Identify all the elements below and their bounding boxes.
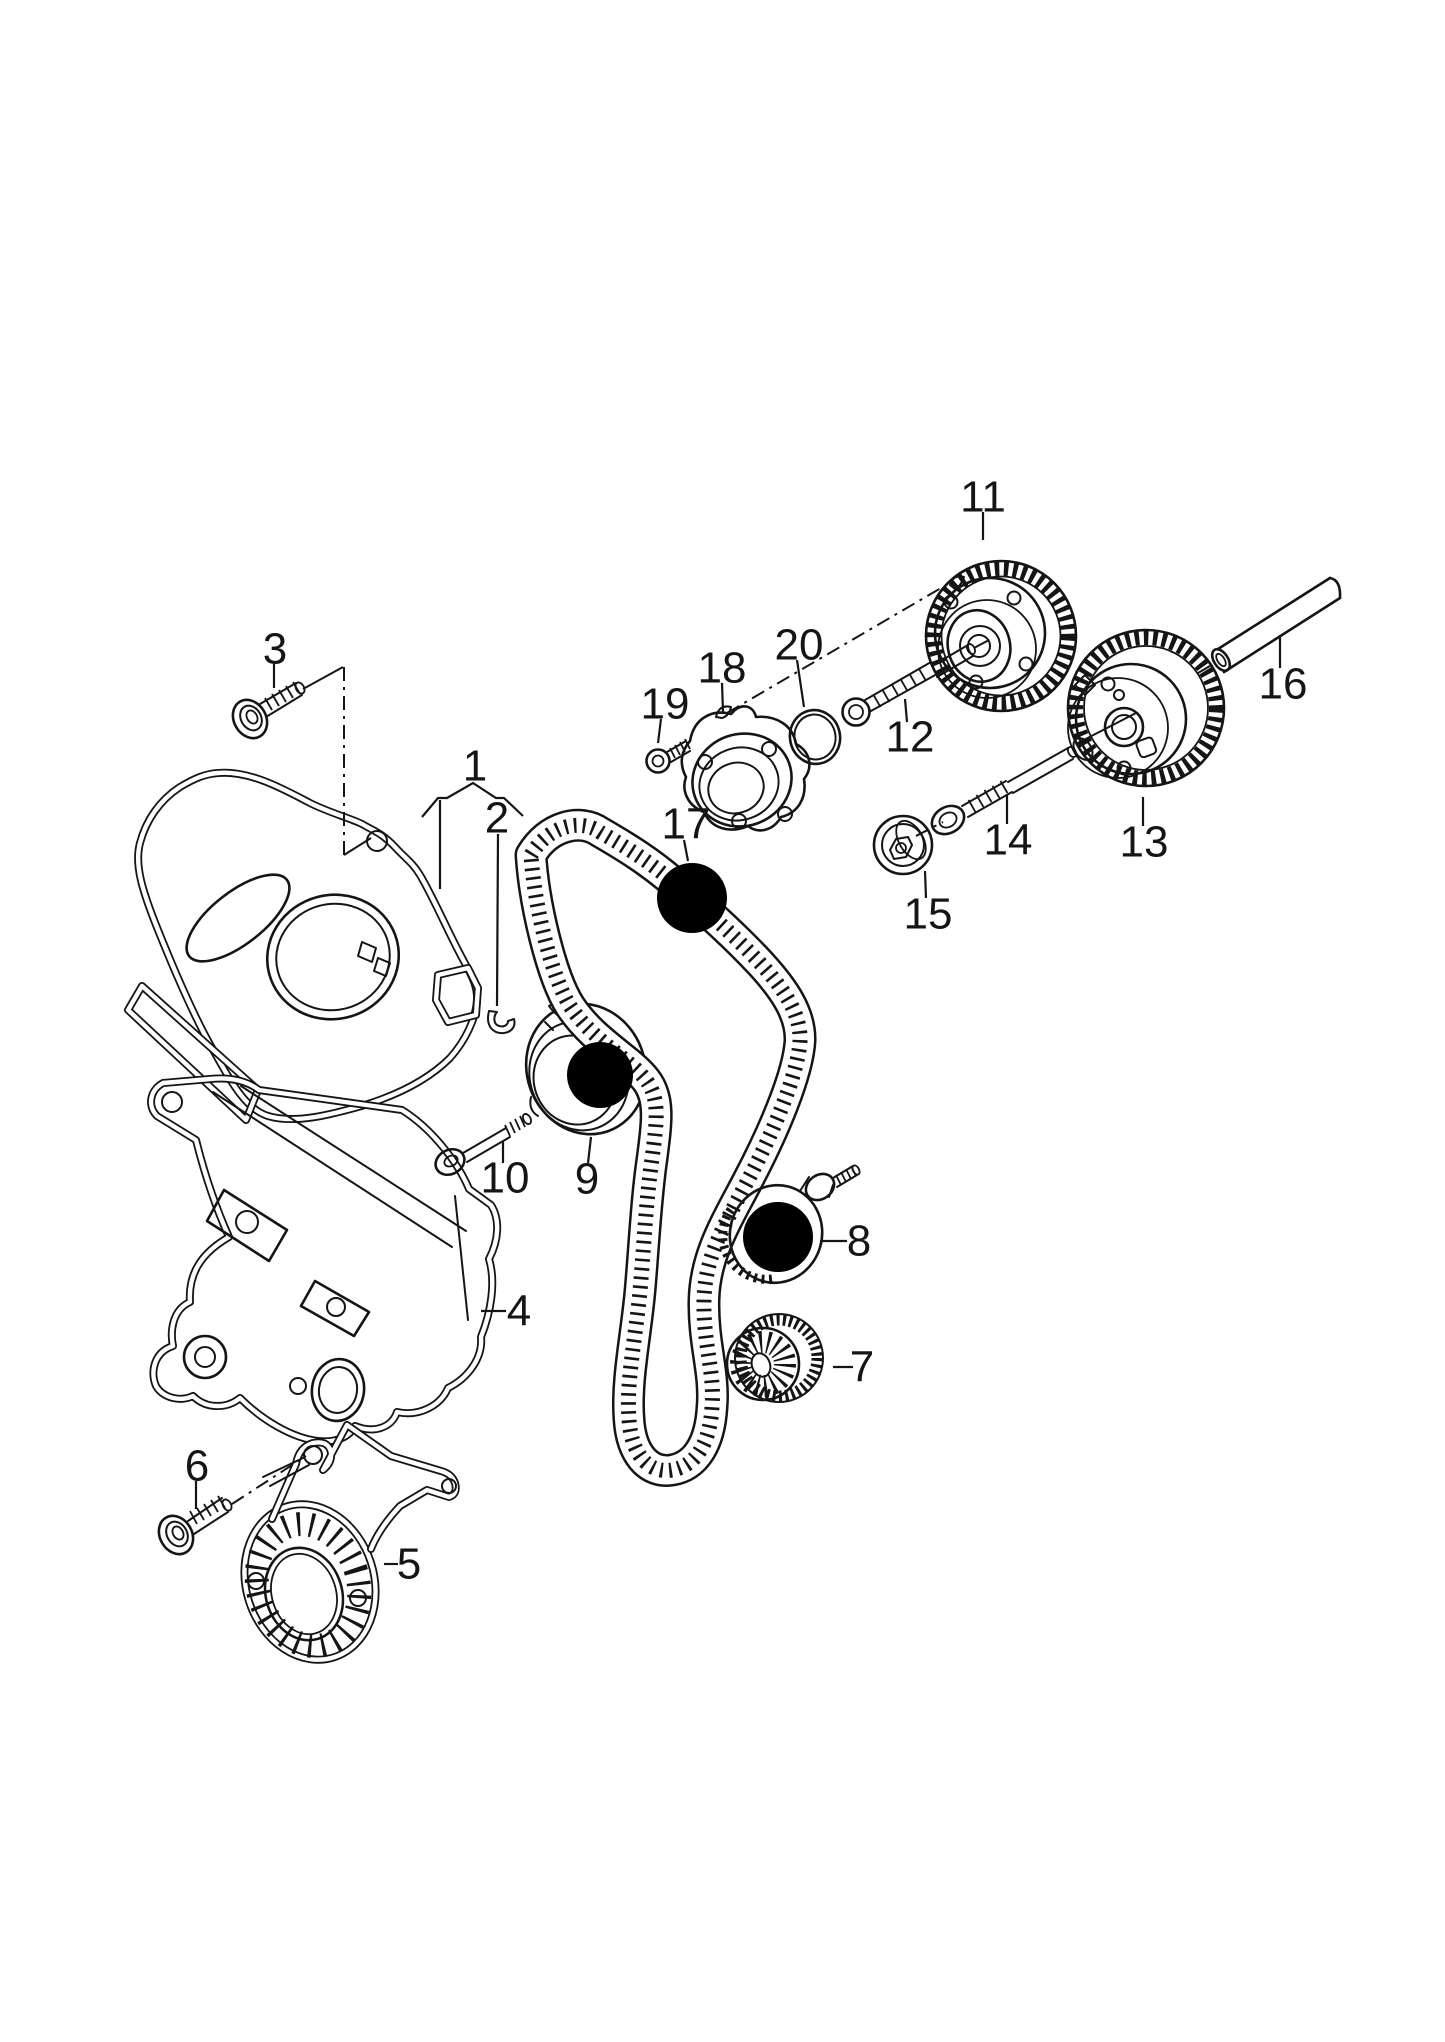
callout-label-14[interactable]: 14 bbox=[984, 816, 1033, 865]
callout-label-16[interactable]: 16 bbox=[1259, 660, 1308, 709]
part-20-o-ring bbox=[788, 708, 842, 766]
part-1-upper-timing-cover bbox=[138, 773, 478, 1119]
part-19-bolt bbox=[645, 738, 691, 774]
highlight-dot-8[interactable] bbox=[743, 1202, 813, 1272]
highlight-dot-9[interactable] bbox=[567, 1042, 633, 1108]
callout-label-8[interactable]: 8 bbox=[847, 1217, 871, 1266]
part-14-bolt bbox=[930, 746, 1077, 836]
callout-leader-15 bbox=[923, 870, 928, 899]
part-2-retaining-clip bbox=[487, 1010, 516, 1035]
flange-tab bbox=[715, 705, 732, 719]
callout-label-13[interactable]: 13 bbox=[1120, 818, 1169, 867]
callout-leader-18 bbox=[720, 682, 725, 713]
callout-label-11[interactable]: 11 bbox=[960, 473, 1006, 522]
callout-label-15[interactable]: 15 bbox=[904, 890, 953, 939]
part-5-bracket bbox=[240, 1425, 456, 1664]
callout-label-18[interactable]: 18 bbox=[698, 644, 747, 693]
callout-label-9[interactable]: 9 bbox=[575, 1155, 599, 1204]
part-3-screw bbox=[231, 681, 306, 740]
part-4-lower-timing-cover bbox=[128, 986, 497, 1441]
gear-notch bbox=[949, 575, 965, 590]
part-15-hub bbox=[872, 814, 934, 876]
callout-label-6[interactable]: 6 bbox=[185, 1442, 209, 1491]
callout-label-5[interactable]: 5 bbox=[397, 1540, 421, 1589]
highlight-dot-17[interactable] bbox=[657, 863, 727, 933]
part-18-sealing-flange bbox=[680, 705, 811, 832]
part-8-idler-pulley bbox=[718, 1164, 861, 1285]
part-13-camshaft-gear bbox=[1066, 628, 1226, 788]
part-12-bolt bbox=[841, 643, 976, 727]
callout-label-3[interactable]: 3 bbox=[263, 625, 287, 674]
part-6-screw bbox=[157, 1495, 233, 1556]
callout-leader-19 bbox=[656, 718, 663, 744]
callout-label-2[interactable]: 2 bbox=[485, 794, 509, 843]
callout-leader-12 bbox=[903, 698, 909, 723]
callout-label-12[interactable]: 12 bbox=[886, 713, 935, 762]
part-16-pin bbox=[1210, 576, 1342, 674]
callout-label-4[interactable]: 4 bbox=[507, 1287, 531, 1336]
callout-leader-20 bbox=[795, 659, 806, 708]
callout-leader-2 bbox=[495, 833, 500, 1007]
callout-leader-9 bbox=[586, 1136, 593, 1164]
callout-leader-17 bbox=[682, 839, 690, 862]
callout-label-20[interactable]: 20 bbox=[775, 621, 824, 670]
part-11-camshaft-gear bbox=[924, 559, 1078, 713]
part-7-crankshaft-sprocket bbox=[725, 1313, 824, 1403]
callout-label-7[interactable]: 7 bbox=[850, 1343, 874, 1392]
alignment-axis-lines bbox=[231, 580, 1216, 1505]
callout-label-10[interactable]: 10 bbox=[481, 1154, 530, 1203]
callout-label-17[interactable]: 17 bbox=[662, 800, 711, 849]
callout-label-19[interactable]: 19 bbox=[641, 680, 690, 729]
callout-label-1[interactable]: 1 bbox=[463, 742, 487, 791]
callout-leader-1 bbox=[421, 781, 524, 818]
part-17-timing-belt bbox=[531, 825, 800, 1470]
